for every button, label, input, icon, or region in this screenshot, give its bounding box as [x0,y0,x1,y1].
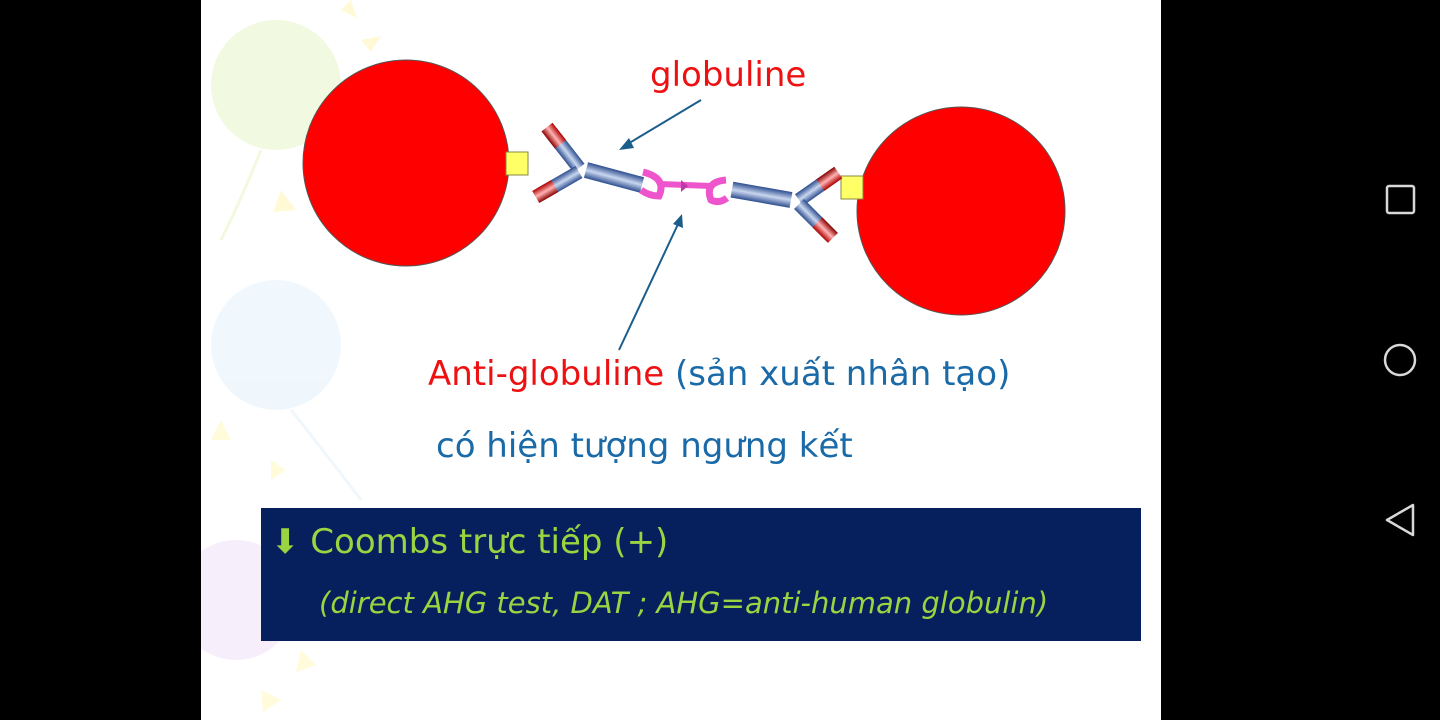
anti-globuline-term: Anti-globuline [428,354,665,394]
antibody-right-icon [730,166,843,243]
square-icon [1385,184,1416,215]
coombs-direct-explanation: (direct AHG test, DAT ; AHG=anti-human g… [319,586,1049,620]
recent-apps-button[interactable] [1370,170,1430,230]
antigen-right-icon [840,175,864,200]
conclusion-box: ⬇ Coombs trực tiếp (+) (direct AHG test,… [261,508,1141,641]
coombs-direct-positive: ⬇ Coombs trực tiếp (+) [271,522,669,562]
triangle-back-icon [1385,503,1415,537]
antigen-left-icon [505,151,529,176]
agglutination-result: có hiện tượng ngưng kết [380,426,853,466]
back-button[interactable] [1370,490,1430,550]
globuline-pointer-arrow [619,99,702,150]
red-blood-cell-right [856,106,1066,316]
circle-icon [1383,343,1417,377]
anti-globuline-label: Anti-globuline (sản xuất nhân tạo) [428,354,1010,394]
red-blood-cell-left [302,59,510,267]
balloon-decoration-green [211,0,381,241]
globuline-label: globuline [650,55,807,95]
anti-globuline-link-icon [638,168,730,206]
agglutination-result-text: có hiện tượng ngưng kết [436,426,853,466]
antibody-left-icon [532,122,645,204]
anti-globuline-pointer-arrow [618,214,683,351]
anti-globuline-note: (sản xuất nhân tạo) [664,354,1011,394]
presentation-slide: globuline Anti-globuline (sản xuất nhân … [201,0,1161,720]
home-button[interactable] [1370,330,1430,390]
slide-illustration [201,0,1066,712]
balloon-decoration-blue [211,280,363,501]
